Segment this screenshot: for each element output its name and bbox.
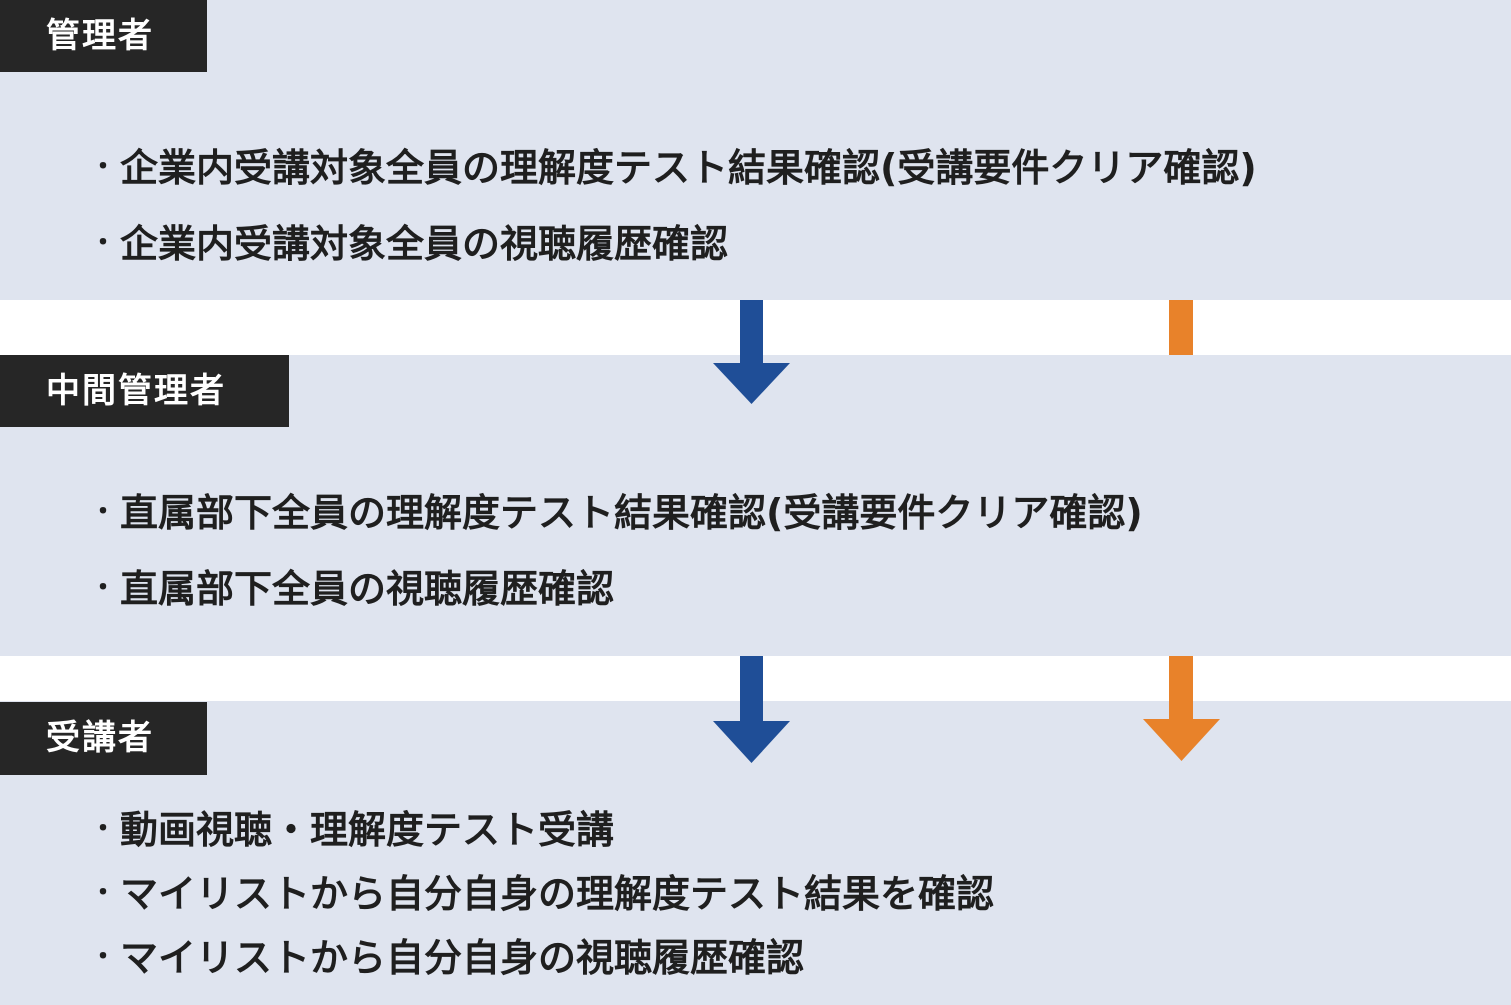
learner-item-my-test-results: ・ マイリストから自分自身の理解度テスト結果を確認 xyxy=(88,858,994,922)
bullet-icon: ・ xyxy=(89,227,116,258)
bullet-icon: ・ xyxy=(89,151,116,182)
orange-down-arrow-mid-to-learner-icon xyxy=(1143,656,1220,761)
learner-item-watch-and-test: ・ 動画視聴・理解度テスト受講 xyxy=(88,794,994,858)
bullet-icon: ・ xyxy=(89,877,116,908)
list-item-text: 直属部下全員の視聴履歴確認 xyxy=(120,566,615,611)
list-item-text: 企業内受講対象全員の理解度テスト結果確認(受講要件クリア確認) xyxy=(120,145,1257,190)
middle-manager-item-viewing-history: ・ 直属部下全員の視聴履歴確認 xyxy=(88,547,1143,623)
blue-down-arrow-admin-to-mid-icon xyxy=(713,300,790,404)
learner-item-list: ・ 動画視聴・理解度テスト受講 ・ マイリストから自分自身の理解度テスト結果を確… xyxy=(88,794,994,986)
middle-manager-label: 中間管理者 xyxy=(0,355,289,427)
admin-label: 管理者 xyxy=(0,0,207,72)
list-item-text: 直属部下全員の理解度テスト結果確認(受講要件クリア確認) xyxy=(120,490,1143,535)
middle-manager-item-list: ・ 直属部下全員の理解度テスト結果確認(受講要件クリア確認) ・ 直属部下全員の… xyxy=(88,471,1143,623)
blue-down-arrow-mid-to-learner-icon xyxy=(713,656,790,763)
admin-section: 管理者 ・ 企業内受講対象全員の理解度テスト結果確認(受講要件クリア確認) ・ … xyxy=(0,0,1511,300)
bullet-icon: ・ xyxy=(89,496,116,527)
admin-item-test-results: ・ 企業内受講対象全員の理解度テスト結果確認(受講要件クリア確認) xyxy=(88,126,1257,202)
list-item-text: 動画視聴・理解度テスト受講 xyxy=(120,807,615,852)
middle-manager-item-test-results: ・ 直属部下全員の理解度テスト結果確認(受講要件クリア確認) xyxy=(88,471,1143,547)
bullet-icon: ・ xyxy=(89,572,116,603)
admin-item-list: ・ 企業内受講対象全員の理解度テスト結果確認(受講要件クリア確認) ・ 企業内受… xyxy=(88,126,1257,278)
list-item-text: マイリストから自分自身の視聴履歴確認 xyxy=(120,935,805,980)
learner-section: 受講者 ・ 動画視聴・理解度テスト受講 ・ マイリストから自分自身の理解度テスト… xyxy=(0,701,1511,1005)
bullet-icon: ・ xyxy=(89,941,116,972)
list-item-text: マイリストから自分自身の理解度テスト結果を確認 xyxy=(120,871,995,916)
learner-label: 受講者 xyxy=(0,702,207,775)
orange-connector-admin-to-mid-icon xyxy=(1169,300,1193,355)
bullet-icon: ・ xyxy=(89,813,116,844)
middle-manager-section: 中間管理者 ・ 直属部下全員の理解度テスト結果確認(受講要件クリア確認) ・ 直… xyxy=(0,355,1511,656)
learner-item-my-viewing-history: ・ マイリストから自分自身の視聴履歴確認 xyxy=(88,922,994,986)
admin-item-viewing-history: ・ 企業内受講対象全員の視聴履歴確認 xyxy=(88,202,1257,278)
list-item-text: 企業内受講対象全員の視聴履歴確認 xyxy=(120,221,729,266)
